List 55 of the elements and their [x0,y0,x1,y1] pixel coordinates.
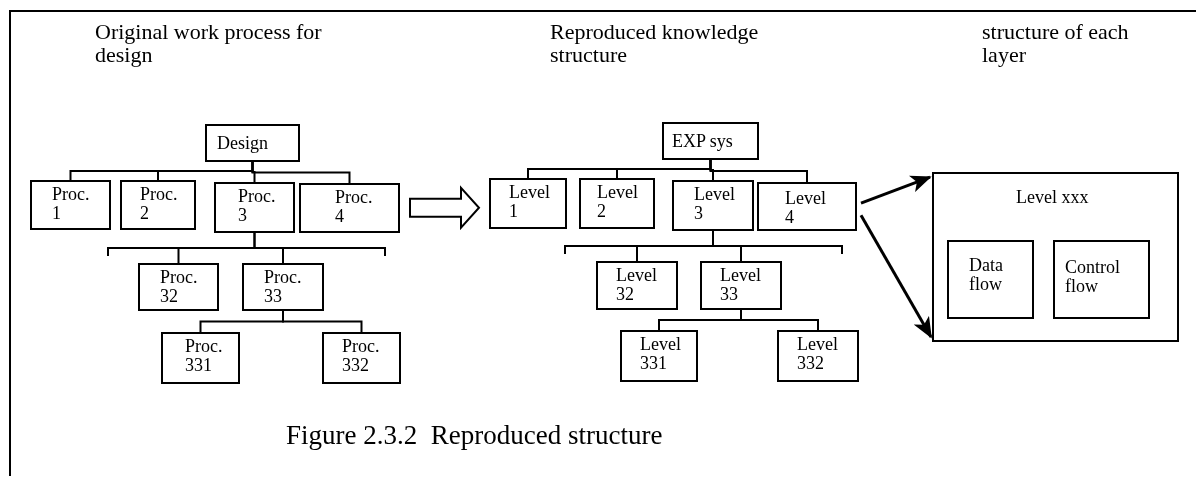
process-box [757,182,857,231]
process-box [299,183,400,233]
box-label: Level xxx [1016,188,1089,207]
process-box [138,263,219,311]
arrow [860,175,932,205]
box-label: Level 1 [509,183,550,221]
box-label: EXP sys [672,132,733,151]
box-label: Design [217,134,268,153]
process-box [662,122,759,160]
box-label: Level 4 [785,189,826,227]
tree-connector [712,230,742,262]
box-label: Control flow [1065,258,1120,296]
tree-connector [253,232,284,264]
box-label: Proc. 1 [52,185,90,223]
process-box [161,332,240,384]
box-label: Proc. 332 [342,337,380,375]
tree-connector [709,159,808,183]
box-label: Proc. 33 [264,268,302,306]
tree-connector [251,161,351,184]
box-label: Data flow [969,256,1003,294]
block-arrow [409,185,481,231]
section-heading: Original work process for design [95,20,323,67]
box-label: Level 331 [640,335,681,373]
process-box [1053,240,1150,319]
tree-connector [740,309,819,331]
box-label: Level 3 [694,185,735,223]
box-label: Level 32 [616,266,657,304]
process-box [214,182,295,233]
process-box [672,180,754,231]
figure-caption: Figure 2.3.2 Reproduced structure [286,420,663,451]
tree-connector [282,310,363,333]
process-box [30,180,111,230]
box-label: Level 33 [720,266,761,304]
process-box [579,178,655,229]
process-box [322,332,401,384]
process-box [700,261,782,310]
box-label: Proc. 331 [185,337,223,375]
process-box [947,240,1034,319]
process-box [242,263,324,311]
section-heading: Reproduced knowledge structure [550,20,760,67]
arrow [859,214,933,339]
box-label: Proc. 4 [335,188,373,226]
container-box [932,172,1179,342]
section-heading: structure of each layer [982,20,1130,67]
box-label: Level 332 [797,335,838,373]
process-box [620,330,698,382]
box-label: Proc. 2 [140,185,178,223]
process-box [120,180,196,230]
process-box [777,330,859,382]
box-label: Proc. 3 [238,187,276,225]
box-label: Proc. 32 [160,268,198,306]
process-box [489,178,567,229]
process-box [205,124,300,162]
process-box [596,261,678,310]
box-label: Level 2 [597,183,638,221]
